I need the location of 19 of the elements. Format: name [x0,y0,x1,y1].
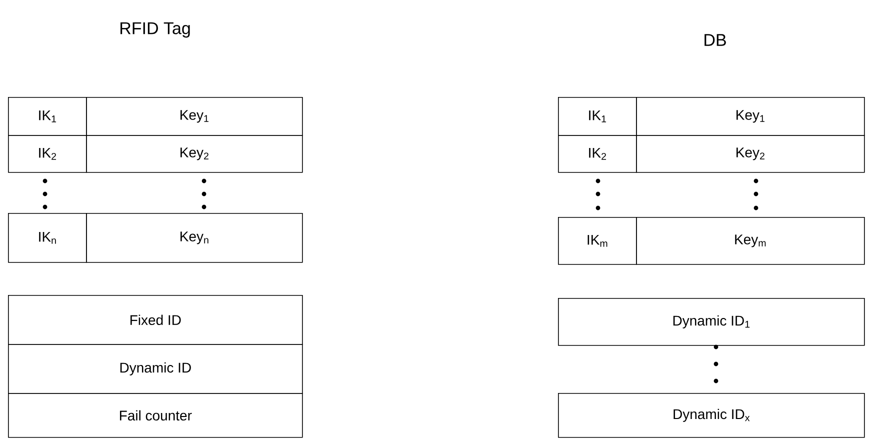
table-cell: IK$_{2}$ [8,135,87,173]
table-cell: IK$_{m}$ [558,217,637,265]
table-cell: Key$_{2}$ [86,135,303,173]
table-cell: Dynamic ID$_{1}$ [558,298,865,346]
table-title: DB [704,34,726,46]
table-cell: Dynamic ID$_{x}$ [558,393,865,438]
table-cell: IK$_{2}$ [558,135,637,173]
table-cell: Key$_{1}$ [86,97,303,136]
table-title: RFID Tag [120,22,190,38]
table-cell: Key$_{1}$ [636,97,865,136]
table-cell: Dynamic ID [8,344,303,394]
table-cell: Key$_{n}$ [86,213,303,263]
table-cell: Key$_{2}$ [636,135,865,173]
table-cell: IK$_{n}$ [8,213,87,263]
table-cell: IK$_{1}$ [8,97,87,136]
table-cell: Fixed ID [8,295,303,345]
table-cell: IK$_{1}$ [558,97,637,136]
table-cell: Key$_{m}$ [636,217,865,265]
table-cell: Fail counter [8,393,303,438]
